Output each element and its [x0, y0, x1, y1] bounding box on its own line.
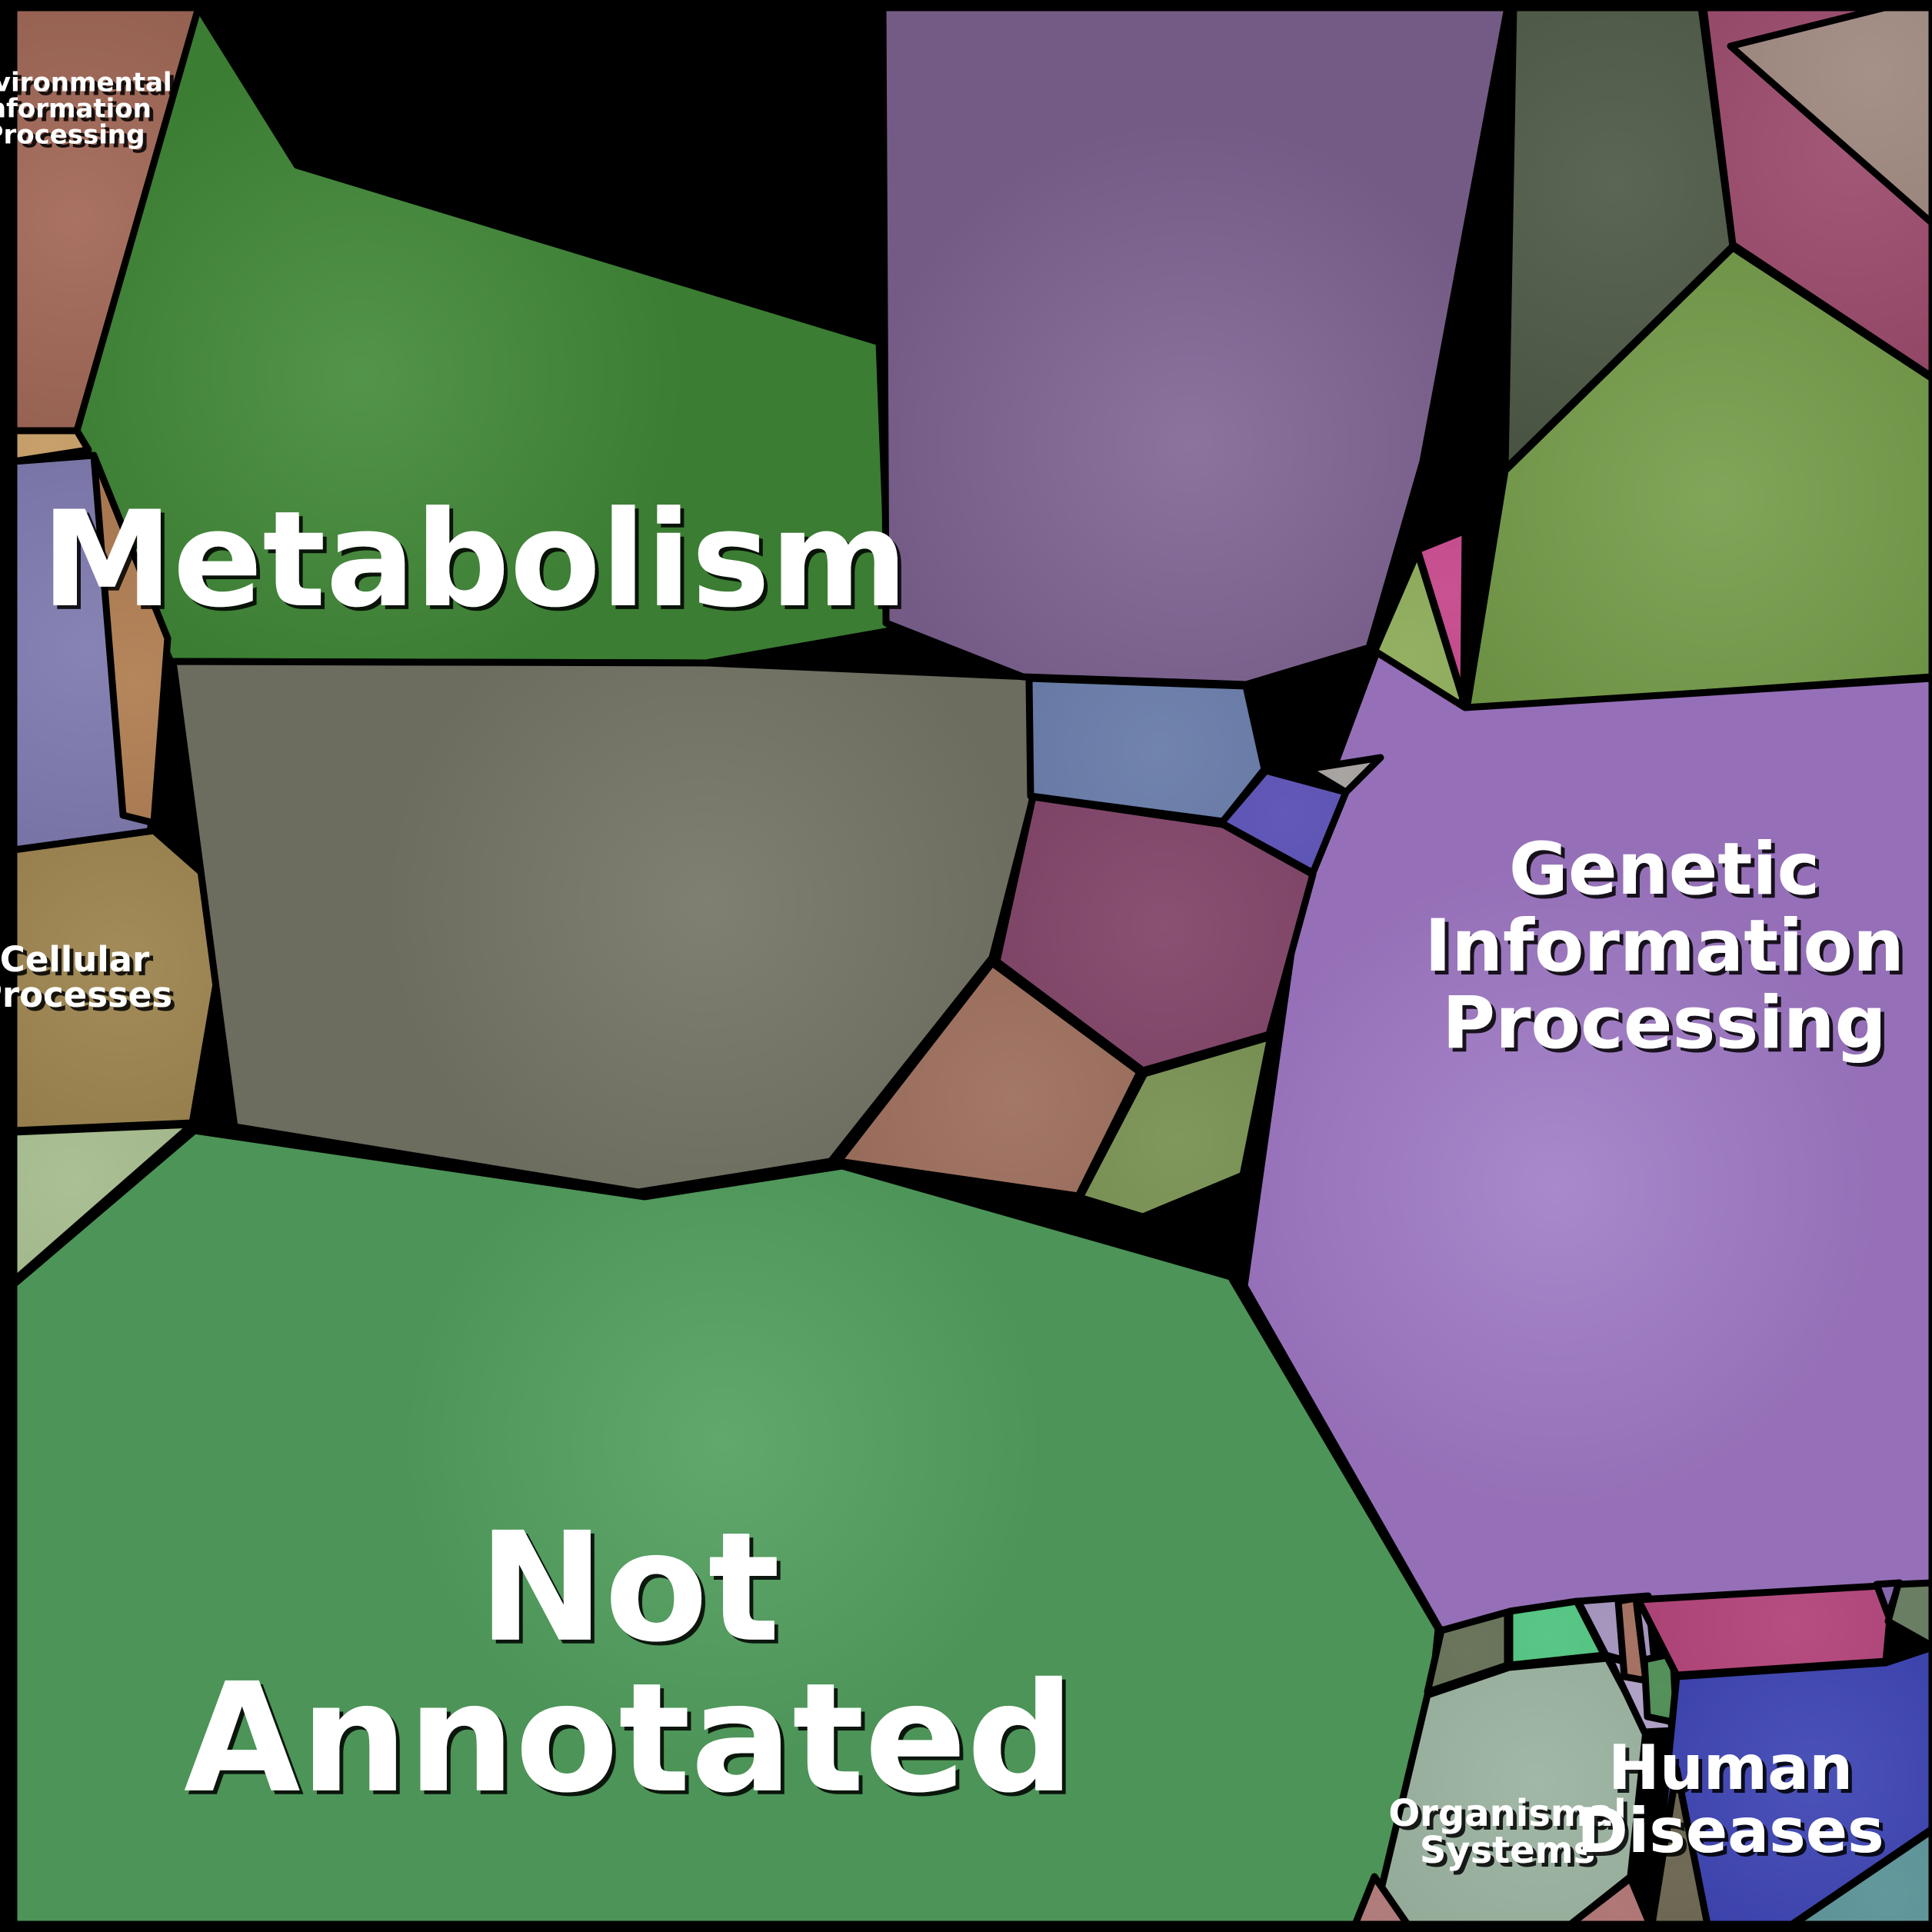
treemap-cell-tan-corner-tr[interactable] — [1727, 4, 1932, 227]
label-line: Not — [478, 1501, 780, 1676]
cell-label-environmental-information-processing: EnvironmentalInformationProcessing — [0, 68, 172, 151]
label-line: Information — [1424, 904, 1904, 988]
label-line: Information — [0, 94, 152, 125]
label-line: Processing — [1442, 981, 1887, 1065]
treemap-cell-env-tan-sliver[interactable] — [10, 427, 92, 465]
cells-layer — [10, 4, 1932, 1928]
label-line: Metabolism — [42, 482, 908, 637]
label-line: Genetic — [1509, 828, 1820, 911]
label-line: Processing — [0, 120, 145, 151]
treemap-cell-gray-tiny-tri[interactable] — [1304, 754, 1384, 796]
treemap-cell-pale-green-left[interactable] — [10, 1121, 196, 1284]
treemap-cell-gray-green-right[interactable] — [1884, 1579, 1932, 1650]
label-line: Annotated — [184, 1651, 1074, 1827]
treemap-cell-top-purple[interactable] — [879, 4, 1511, 688]
treemap-cell-teal-corner[interactable] — [1790, 1827, 1932, 1928]
treemap-cell-orange-sliver-left[interactable] — [90, 451, 172, 827]
treemap-cell-center-gray[interactable] — [169, 658, 1038, 1196]
label-line: Diseases — [1577, 1795, 1884, 1867]
cell-label-cellular-processes: CellularProcesses — [0, 939, 172, 1015]
treemap-cell-dusty-rose-bot[interactable] — [1567, 1874, 1654, 1928]
treemap-cell-cellular-processes[interactable] — [10, 827, 235, 1134]
treemap-cell-not-annotated[interactable] — [10, 1127, 1442, 1928]
treemap-cell-olive-mid-low[interactable] — [1076, 1033, 1274, 1221]
treemap-cell-rose-sliver-bot[interactable] — [1351, 1873, 1411, 1928]
label-line: Cellular — [0, 939, 150, 980]
label-line: Environmental — [0, 68, 172, 98]
label-line: Processes — [0, 974, 172, 1015]
treemap-cell-olive-dark-bot[interactable] — [1648, 1765, 1711, 1928]
label-line: Human — [1608, 1732, 1853, 1804]
label-line: Systems — [1420, 1829, 1596, 1872]
treemap-cell-crimson-band[interactable] — [1634, 1582, 1896, 1679]
cell-label-metabolism: Metabolism — [42, 482, 908, 637]
labels-layer: EnvironmentalInformationProcessingMetabo… — [0, 68, 1904, 1873]
treemap-cell-olive-right[interactable] — [1463, 244, 1932, 713]
label-line: Organismal — [1388, 1792, 1626, 1835]
